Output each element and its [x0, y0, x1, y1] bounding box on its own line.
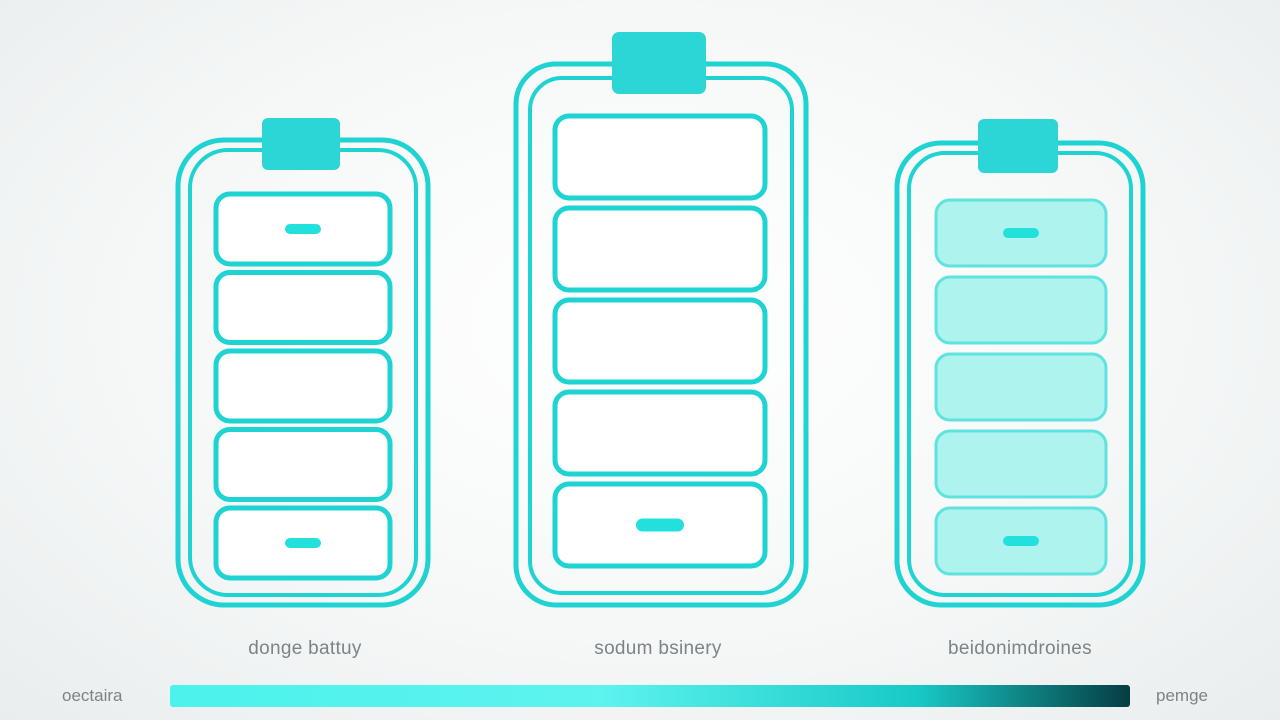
gradient-scale-bar [170, 685, 1130, 707]
battery-cell [934, 352, 1108, 422]
battery-center-icon [513, 32, 809, 608]
battery-left-caption: donge battuy [248, 638, 362, 659]
battery-cell [552, 297, 768, 385]
battery-cell [552, 205, 768, 293]
cell-terminal-marker [285, 224, 321, 234]
battery-left-cap [262, 118, 340, 170]
battery-center-caption: sodum bsinery [594, 638, 722, 659]
battery-left-cells [213, 191, 393, 581]
cell-terminal-marker [1003, 536, 1039, 546]
scale-left-label: oectaira [62, 686, 123, 705]
battery-cell [552, 113, 768, 201]
cell-terminal-marker [1003, 228, 1039, 238]
battery-right-icon [894, 119, 1146, 608]
battery-cell [934, 429, 1108, 499]
battery-right-caption: beidonimdroines [948, 638, 1092, 659]
battery-cell [213, 348, 393, 424]
battery-center-cap [612, 32, 706, 94]
cell-terminal-marker [636, 518, 684, 532]
battery-cell [552, 389, 768, 477]
battery-left-icon [175, 118, 431, 608]
battery-cell [213, 270, 393, 345]
battery-cell [934, 275, 1108, 345]
scale-right-label: pemge [1156, 686, 1208, 705]
battery-right-cells [934, 198, 1108, 576]
battery-cell [213, 427, 393, 502]
cell-terminal-marker [285, 538, 321, 548]
battery-center-cells [552, 113, 768, 569]
battery-right-cap [978, 119, 1058, 173]
